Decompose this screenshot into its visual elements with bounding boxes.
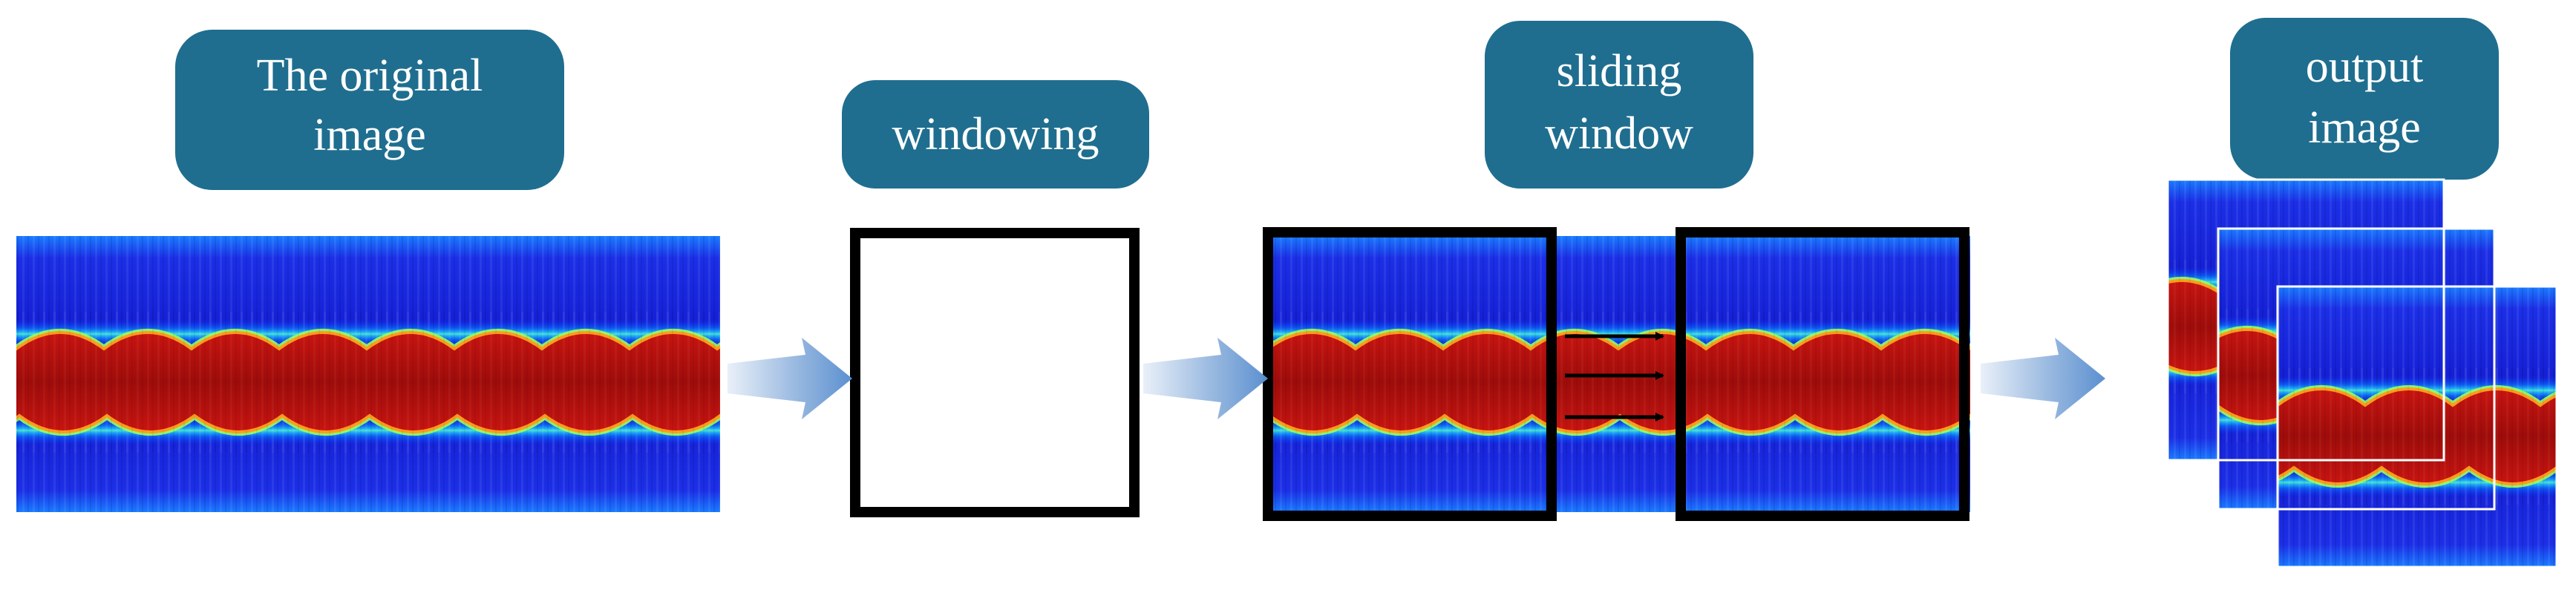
label-original-line-1: The original: [257, 50, 483, 101]
sliding-window-frame-left: [1263, 227, 1557, 521]
output-image-3: [2278, 286, 2557, 567]
label-original: The original image: [175, 30, 564, 190]
output-image-border: [2166, 178, 2445, 462]
label-output-image: output image: [2230, 18, 2499, 180]
slide-arrows: [1565, 332, 1664, 422]
label-windowing: windowing: [842, 80, 1149, 189]
output-image-border: [2276, 285, 2558, 569]
right-arrow-icon: [1981, 338, 2105, 419]
sliding-window-frame-right: [1676, 227, 1969, 521]
right-arrow-icon: [728, 338, 852, 419]
label-original-line-2: image: [313, 110, 426, 160]
label-sliding-line-1: sliding: [1557, 46, 1682, 96]
label-windowing-line-1: windowing: [892, 109, 1099, 160]
label-sliding-line-2: window: [1545, 108, 1693, 159]
label-sliding-window: sliding window: [1485, 21, 1753, 189]
label-output-line-2: image: [2308, 102, 2421, 153]
output-image-border: [2217, 227, 2496, 511]
original-heatmap-image: [16, 236, 720, 512]
window-frame: [850, 228, 1140, 517]
sliding-heatmap-image: [1268, 236, 1970, 512]
right-arrow-icon: [1143, 338, 1268, 419]
label-output-line-1: output: [2306, 42, 2423, 92]
